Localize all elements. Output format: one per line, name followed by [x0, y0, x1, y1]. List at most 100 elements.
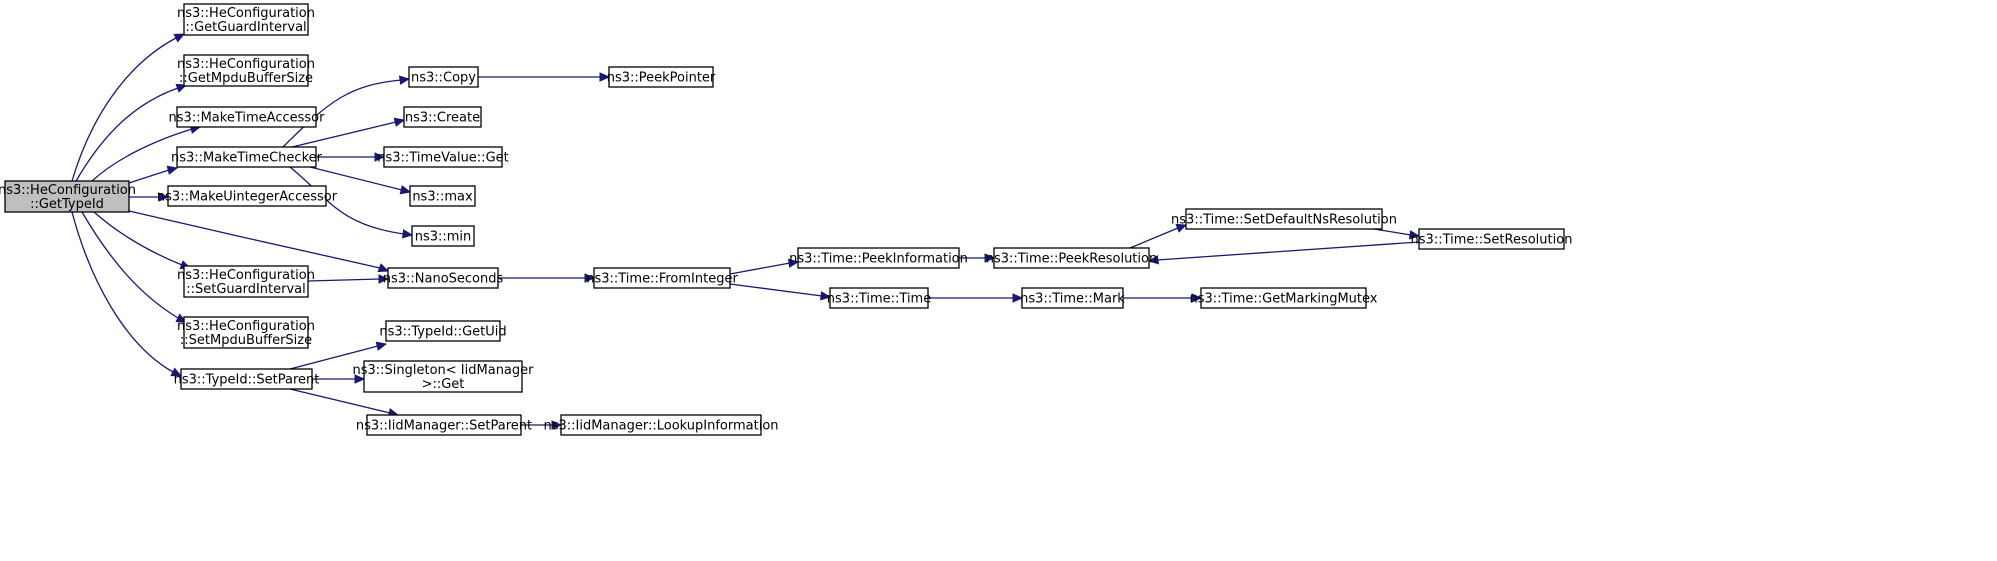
- node-getUid[interactable]: ns3::TypeId::GetUid: [379, 320, 507, 342]
- node-fromInteger[interactable]: ns3::Time::FromInteger: [586, 267, 738, 289]
- edge-peekInfo-to-peekRes: [959, 253, 996, 263]
- edge-line: [128, 169, 170, 184]
- node-box: [183, 3, 309, 36]
- node-getMpdu[interactable]: ns3::HeConfiguration::GetMpduBufferSize: [177, 54, 315, 87]
- edge-makeTimeChk-to-copy: [282, 75, 411, 148]
- node-timeValueGet[interactable]: ns3::TimeValue::Get: [377, 146, 509, 168]
- edge-makeTimeChk-to-create: [291, 117, 406, 148]
- node-makeTimeAcc[interactable]: ns3::MakeTimeAccessor: [169, 106, 326, 128]
- edge-root-to-setMpdu: [81, 211, 188, 323]
- arrowhead-icon: [1191, 293, 1203, 303]
- arrowhead-icon: [374, 152, 386, 162]
- node-label: ns3::HeConfiguration: [177, 57, 315, 72]
- edge-root-to-typeIdSetParent: [71, 211, 183, 377]
- edge-root-to-getGuard: [71, 33, 186, 182]
- node-create[interactable]: ns3::Create: [403, 106, 482, 128]
- node-label: ns3::NanoSeconds: [383, 272, 504, 287]
- node-label: ns3::Time::Mark: [1020, 292, 1125, 307]
- node-lookupInfo[interactable]: ns3::IidManager::LookupInformation: [543, 414, 779, 436]
- node-label: ::SetMpduBufferSize: [180, 333, 312, 348]
- node-peekRes[interactable]: ns3::Time::PeekResolution: [986, 247, 1157, 269]
- node-box: [1200, 287, 1367, 309]
- node-box: [1021, 287, 1124, 309]
- edge-line: [91, 128, 193, 182]
- arrowhead-icon: [819, 291, 832, 301]
- node-setDefaultNs[interactable]: ns3::Time::SetDefaultNsResolution: [1171, 208, 1397, 230]
- node-box: [363, 360, 523, 393]
- edge-line: [1373, 228, 1412, 236]
- node-iidSetParent[interactable]: ns3::IidManager::SetParent: [356, 414, 532, 436]
- node-box: [387, 267, 499, 289]
- edge-line: [71, 211, 174, 373]
- arrowhead-icon: [398, 75, 411, 85]
- node-setGuard[interactable]: ns3::HeConfiguration::SetGuardInterval: [177, 265, 315, 298]
- node-singletonGet[interactable]: ns3::Singleton< IidManager >::Get: [352, 360, 534, 393]
- node-timeTime[interactable]: ns3::Time::Time: [827, 287, 931, 309]
- node-box: [829, 287, 929, 309]
- node-nanoSeconds[interactable]: ns3::NanoSeconds: [383, 267, 504, 289]
- node-copy[interactable]: ns3::Copy: [408, 66, 479, 88]
- edge-line: [81, 211, 179, 319]
- edge-line: [307, 278, 381, 282]
- edge-root-to-setGuard: [93, 211, 192, 270]
- edge-fromInteger-to-timeTime: [729, 283, 832, 301]
- node-box: [409, 185, 476, 207]
- node-label: ::SetGuardInterval: [186, 282, 306, 297]
- edge-line: [291, 121, 397, 148]
- arrowhead-icon: [354, 374, 366, 384]
- arrowhead-icon: [378, 274, 390, 284]
- node-max[interactable]: ns3::max: [409, 185, 476, 207]
- node-typeIdSetParent[interactable]: ns3::TypeId::SetParent: [174, 368, 320, 390]
- edge-setDefaultNs-to-setRes: [1373, 228, 1421, 240]
- node-box: [176, 146, 317, 168]
- arrowhead-icon: [787, 258, 800, 268]
- node-box: [411, 225, 475, 247]
- edge-timeMark-to-getMarkingMutex: [1123, 293, 1203, 303]
- node-box: [1418, 228, 1565, 250]
- arrowhead-icon: [158, 192, 170, 202]
- node-box: [180, 368, 313, 390]
- node-root[interactable]: ns3::HeConfiguration::GetTypeId: [0, 180, 136, 213]
- node-label: ns3::MakeTimeAccessor: [169, 111, 326, 126]
- node-label: ::GetTypeId: [30, 197, 104, 212]
- node-label: ns3::Time::PeekInformation: [789, 252, 968, 267]
- arrowhead-icon: [1175, 223, 1188, 233]
- node-setRes[interactable]: ns3::Time::SetResolution: [1411, 228, 1573, 250]
- edge-setRes-to-peekRes: [1147, 241, 1420, 265]
- arrowhead-icon: [170, 367, 183, 377]
- arrowhead-icon: [166, 165, 179, 175]
- node-label: ns3::Copy: [411, 71, 476, 86]
- edge-root-to-makeUintAcc: [129, 192, 170, 202]
- node-min[interactable]: ns3::min: [411, 225, 475, 247]
- node-makeUintAcc[interactable]: ns3::MakeUintegerAccessor: [157, 185, 338, 207]
- edges-layer: [71, 33, 1421, 430]
- node-setMpdu[interactable]: ns3::HeConfiguration::SetMpduBufferSize: [177, 316, 315, 349]
- node-box: [383, 146, 503, 168]
- node-getMarkingMutex[interactable]: ns3::Time::GetMarkingMutex: [1190, 287, 1378, 309]
- node-box: [4, 180, 130, 213]
- node-label: ns3::Time::SetResolution: [1411, 233, 1573, 248]
- node-label: ns3::Time::FromInteger: [586, 272, 738, 287]
- edge-line: [729, 283, 823, 297]
- node-peekInfo[interactable]: ns3::Time::PeekInformation: [789, 247, 968, 269]
- arrowhead-icon: [584, 273, 596, 283]
- edge-timeTime-to-timeMark: [928, 293, 1024, 303]
- node-box: [366, 414, 522, 436]
- node-label: ns3::Time::GetMarkingMutex: [1190, 292, 1378, 307]
- node-label: ns3::HeConfiguration: [177, 6, 315, 21]
- node-label: ns3::min: [415, 230, 472, 245]
- node-label: ns3::PeekPointer: [607, 71, 716, 86]
- node-label: ns3::HeConfiguration: [0, 183, 136, 198]
- edge-line: [1129, 227, 1179, 249]
- node-getGuard[interactable]: ns3::HeConfiguration::GetGuardInterval: [177, 3, 315, 36]
- arrowhead-icon: [377, 263, 390, 273]
- node-timeMark[interactable]: ns3::Time::Mark: [1020, 287, 1125, 309]
- edge-line: [289, 345, 379, 370]
- node-label: >::Get: [422, 377, 465, 392]
- node-label: ::GetGuardInterval: [185, 20, 306, 35]
- node-box: [797, 247, 960, 269]
- node-peekPointer[interactable]: ns3::PeekPointer: [607, 66, 716, 88]
- node-box: [385, 320, 501, 342]
- node-makeTimeChk[interactable]: ns3::MakeTimeChecker: [171, 146, 323, 168]
- arrowhead-icon: [393, 117, 406, 127]
